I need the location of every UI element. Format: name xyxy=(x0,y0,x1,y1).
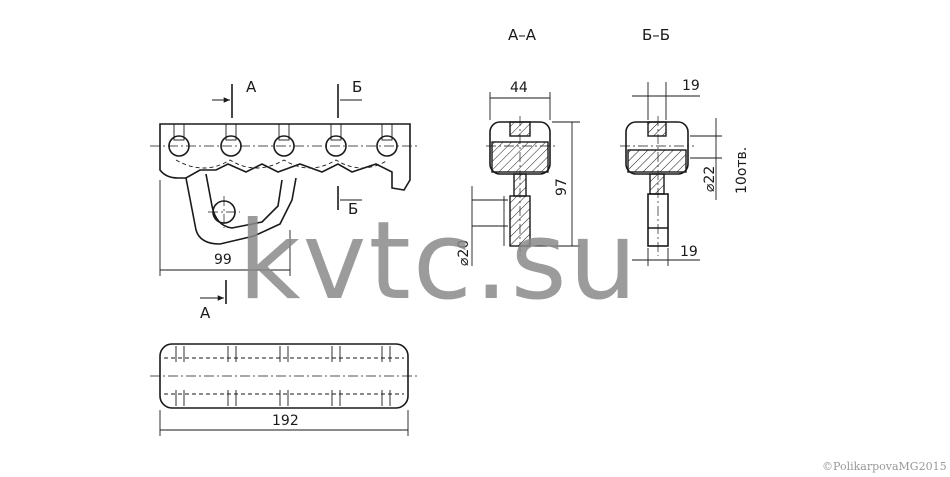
watermark-text: kvtc.su xyxy=(238,199,639,324)
bottom-slots xyxy=(175,346,391,406)
section-bb-title: Б–Б xyxy=(642,26,670,44)
copyright-text: ©PolikarpovaMG2015 xyxy=(822,460,947,473)
section-aa: А–А 44 97 ⌀20 xyxy=(456,26,580,266)
bottom-view: 192 xyxy=(150,343,418,436)
front-view: А А Б Б 99 xyxy=(150,78,420,322)
cut-label-b-top: Б xyxy=(352,78,362,96)
dim-front-length: 99 xyxy=(214,252,232,268)
dim-aa-width: 44 xyxy=(510,80,528,96)
dim-bb-holes: 10отв. xyxy=(734,147,750,194)
front-slots xyxy=(173,123,393,141)
cut-label-a-top: А xyxy=(246,78,257,96)
section-aa-title: А–А xyxy=(508,26,537,44)
dim-bottom-length: 192 xyxy=(272,413,299,429)
section-bb: Б–Б 19 ⌀22 10отв. 19 xyxy=(620,26,750,266)
dim-bb-diameter: ⌀22 xyxy=(702,166,718,192)
dim-aa-height: 97 xyxy=(554,178,570,196)
cut-label-a-bottom: А xyxy=(200,304,211,322)
dim-bb-top: 19 xyxy=(682,78,700,94)
dim-bb-bottom: 19 xyxy=(680,244,698,260)
dim-aa-diameter: ⌀20 xyxy=(456,240,472,266)
cut-label-b-lower: Б xyxy=(348,200,358,218)
